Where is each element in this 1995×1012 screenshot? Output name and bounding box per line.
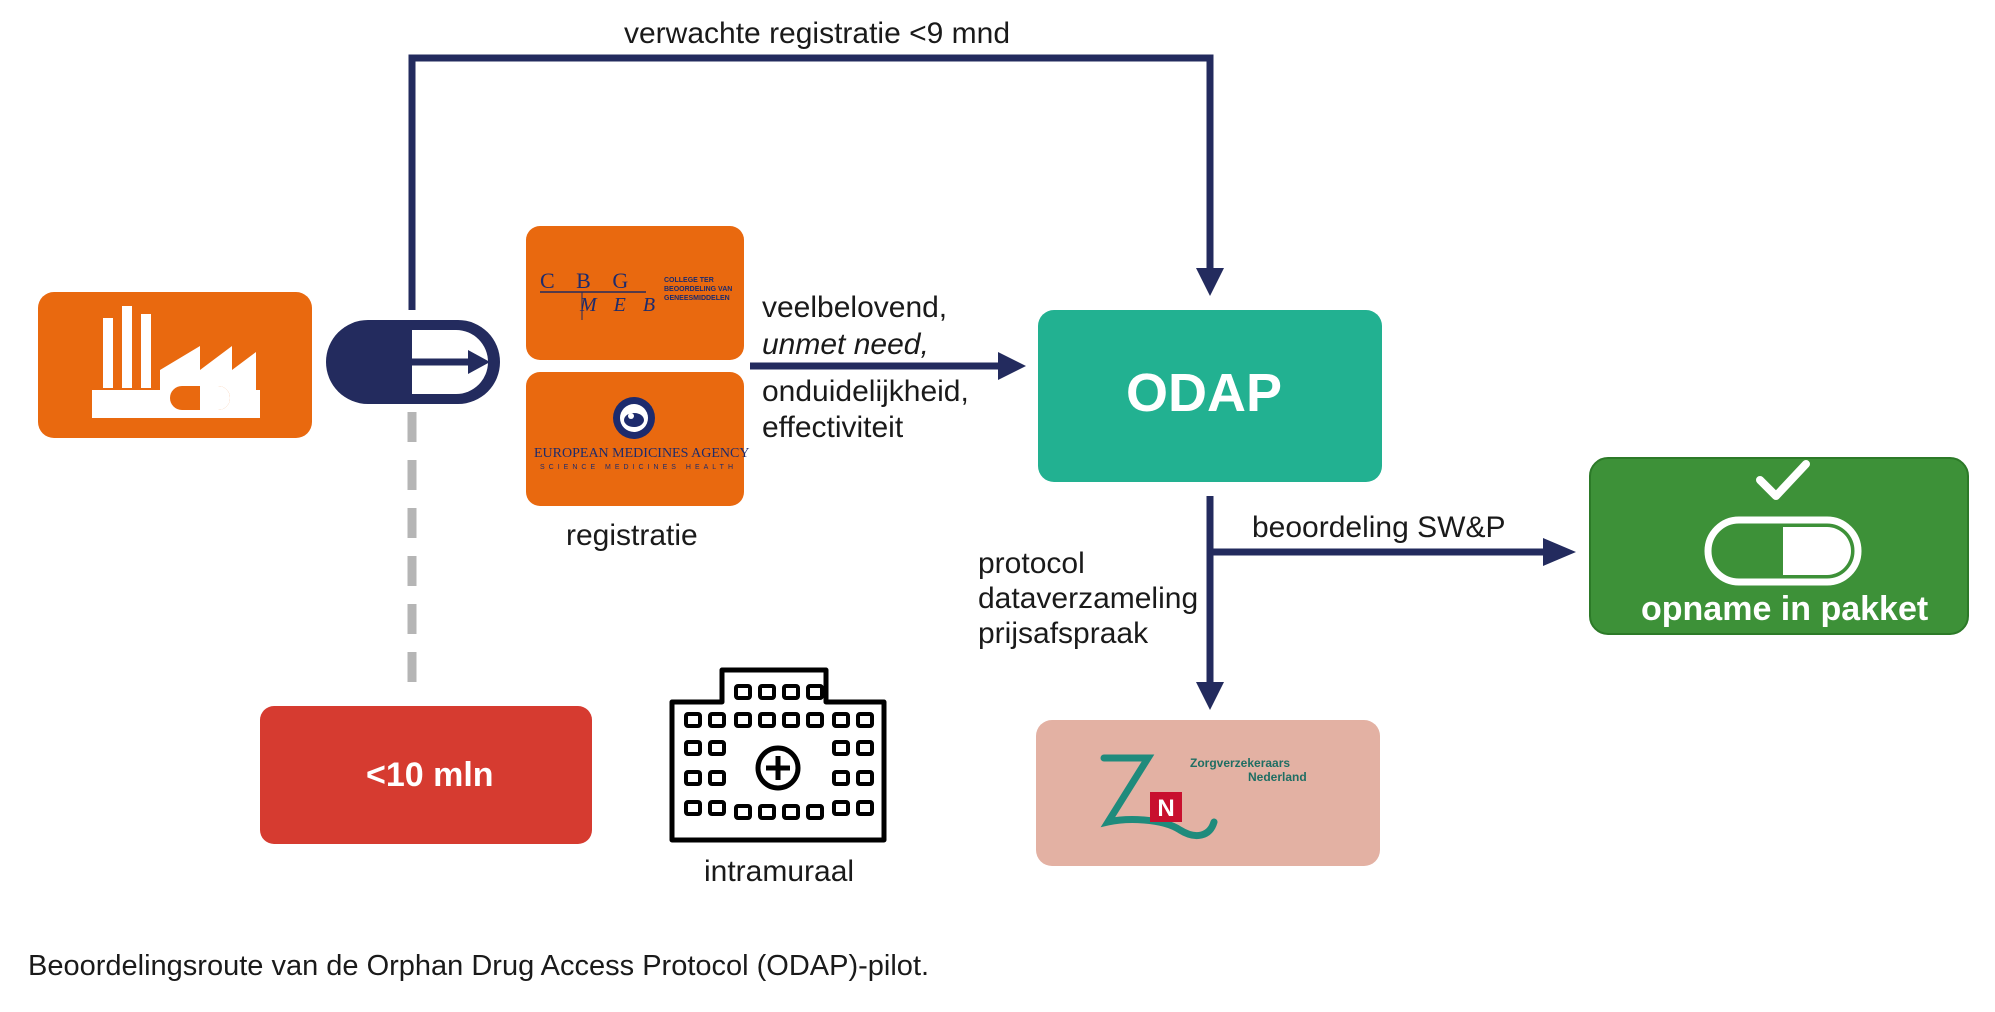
check-pill-icon bbox=[1704, 460, 1862, 586]
hospital-window bbox=[734, 804, 752, 820]
hospital-window bbox=[856, 712, 874, 728]
zn-text2: Nederland bbox=[1248, 770, 1307, 784]
hospital-window bbox=[832, 740, 850, 756]
ema-name: EUROPEAN MEDICINES AGENCY bbox=[534, 446, 750, 461]
odap-to-pakket-arrowhead bbox=[1543, 538, 1576, 566]
middle-label-line1: veelbelovend, bbox=[762, 291, 948, 324]
hospital-window bbox=[684, 770, 702, 786]
hospital-window bbox=[708, 770, 726, 786]
hospital-window bbox=[782, 712, 800, 728]
protocol-line1: protocol bbox=[978, 547, 1085, 580]
hospital-window bbox=[758, 804, 776, 820]
hospital-window bbox=[708, 800, 726, 816]
hospital-window bbox=[806, 712, 824, 728]
hospital-window bbox=[782, 804, 800, 820]
cbg-text: COLLEGE TER BEOORDELING VAN GENEESMIDDEL… bbox=[664, 277, 733, 302]
pakket-box bbox=[1589, 457, 1969, 635]
hospital-window bbox=[758, 684, 776, 700]
hospital-window bbox=[806, 684, 824, 700]
hospital-window bbox=[832, 712, 850, 728]
threshold-label: <10 mln bbox=[366, 756, 494, 794]
cbg-letters: C B G bbox=[540, 268, 637, 293]
pakket-label: opname in pakket bbox=[1641, 590, 1929, 628]
threshold-box bbox=[260, 706, 592, 844]
hospital-icon bbox=[669, 667, 887, 843]
hospital-window bbox=[856, 740, 874, 756]
hospital-window bbox=[708, 712, 726, 728]
hospital-window bbox=[734, 712, 752, 728]
ema-tagline: SCIENCE MEDICINES HEALTH bbox=[540, 464, 737, 471]
ema-globe-icon bbox=[613, 397, 655, 439]
top-route-arrowhead bbox=[1196, 268, 1224, 296]
hospital-window bbox=[734, 684, 752, 700]
zn-text1: Zorgverzekeraars bbox=[1190, 756, 1291, 770]
hospital-window bbox=[708, 740, 726, 756]
hospital-window bbox=[782, 684, 800, 700]
pill-arrow-icon bbox=[326, 320, 500, 404]
ema-logo-box bbox=[526, 372, 744, 506]
zn-logo-icon: N bbox=[1100, 754, 1218, 840]
hospital-window bbox=[856, 770, 874, 786]
top-route-arrow bbox=[408, 54, 1214, 310]
hospital-window bbox=[684, 740, 702, 756]
odap-label: ODAP bbox=[1126, 363, 1283, 423]
hospital-window bbox=[806, 804, 824, 820]
top-route-label: verwachte registratie <9 mnd bbox=[624, 17, 1011, 50]
beoordeling-label: beoordeling SW&P bbox=[1252, 511, 1506, 544]
odap-box bbox=[1038, 310, 1382, 482]
meb-letters: M E B bbox=[580, 294, 662, 316]
middle-label-line4: effectiviteit bbox=[762, 411, 904, 444]
cbg-logo-box bbox=[526, 226, 744, 360]
middle-label-line2: unmet need, bbox=[762, 328, 929, 361]
svg-text:N: N bbox=[1157, 795, 1174, 822]
middle-label-line3: onduidelijkheid, bbox=[762, 375, 969, 408]
small-pill-icon bbox=[166, 382, 234, 414]
intramuraal-label: intramuraal bbox=[704, 855, 855, 888]
zn-logo-box bbox=[1036, 720, 1380, 866]
hospital-window bbox=[758, 712, 776, 728]
odap-to-zn-arrowhead bbox=[1196, 682, 1224, 710]
hospital-window bbox=[684, 800, 702, 816]
hospital-window bbox=[684, 712, 702, 728]
registratie-to-odap-arrowhead bbox=[998, 352, 1026, 380]
protocol-line2: dataverzameling bbox=[978, 582, 1199, 615]
hospital-window bbox=[832, 800, 850, 816]
registratie-label: registratie bbox=[566, 519, 698, 552]
figure-caption: Beoordelingsroute van de Orphan Drug Acc… bbox=[28, 950, 930, 982]
hospital-window bbox=[832, 770, 850, 786]
hospital-window bbox=[856, 800, 874, 816]
protocol-line3: prijsafspraak bbox=[978, 617, 1149, 650]
